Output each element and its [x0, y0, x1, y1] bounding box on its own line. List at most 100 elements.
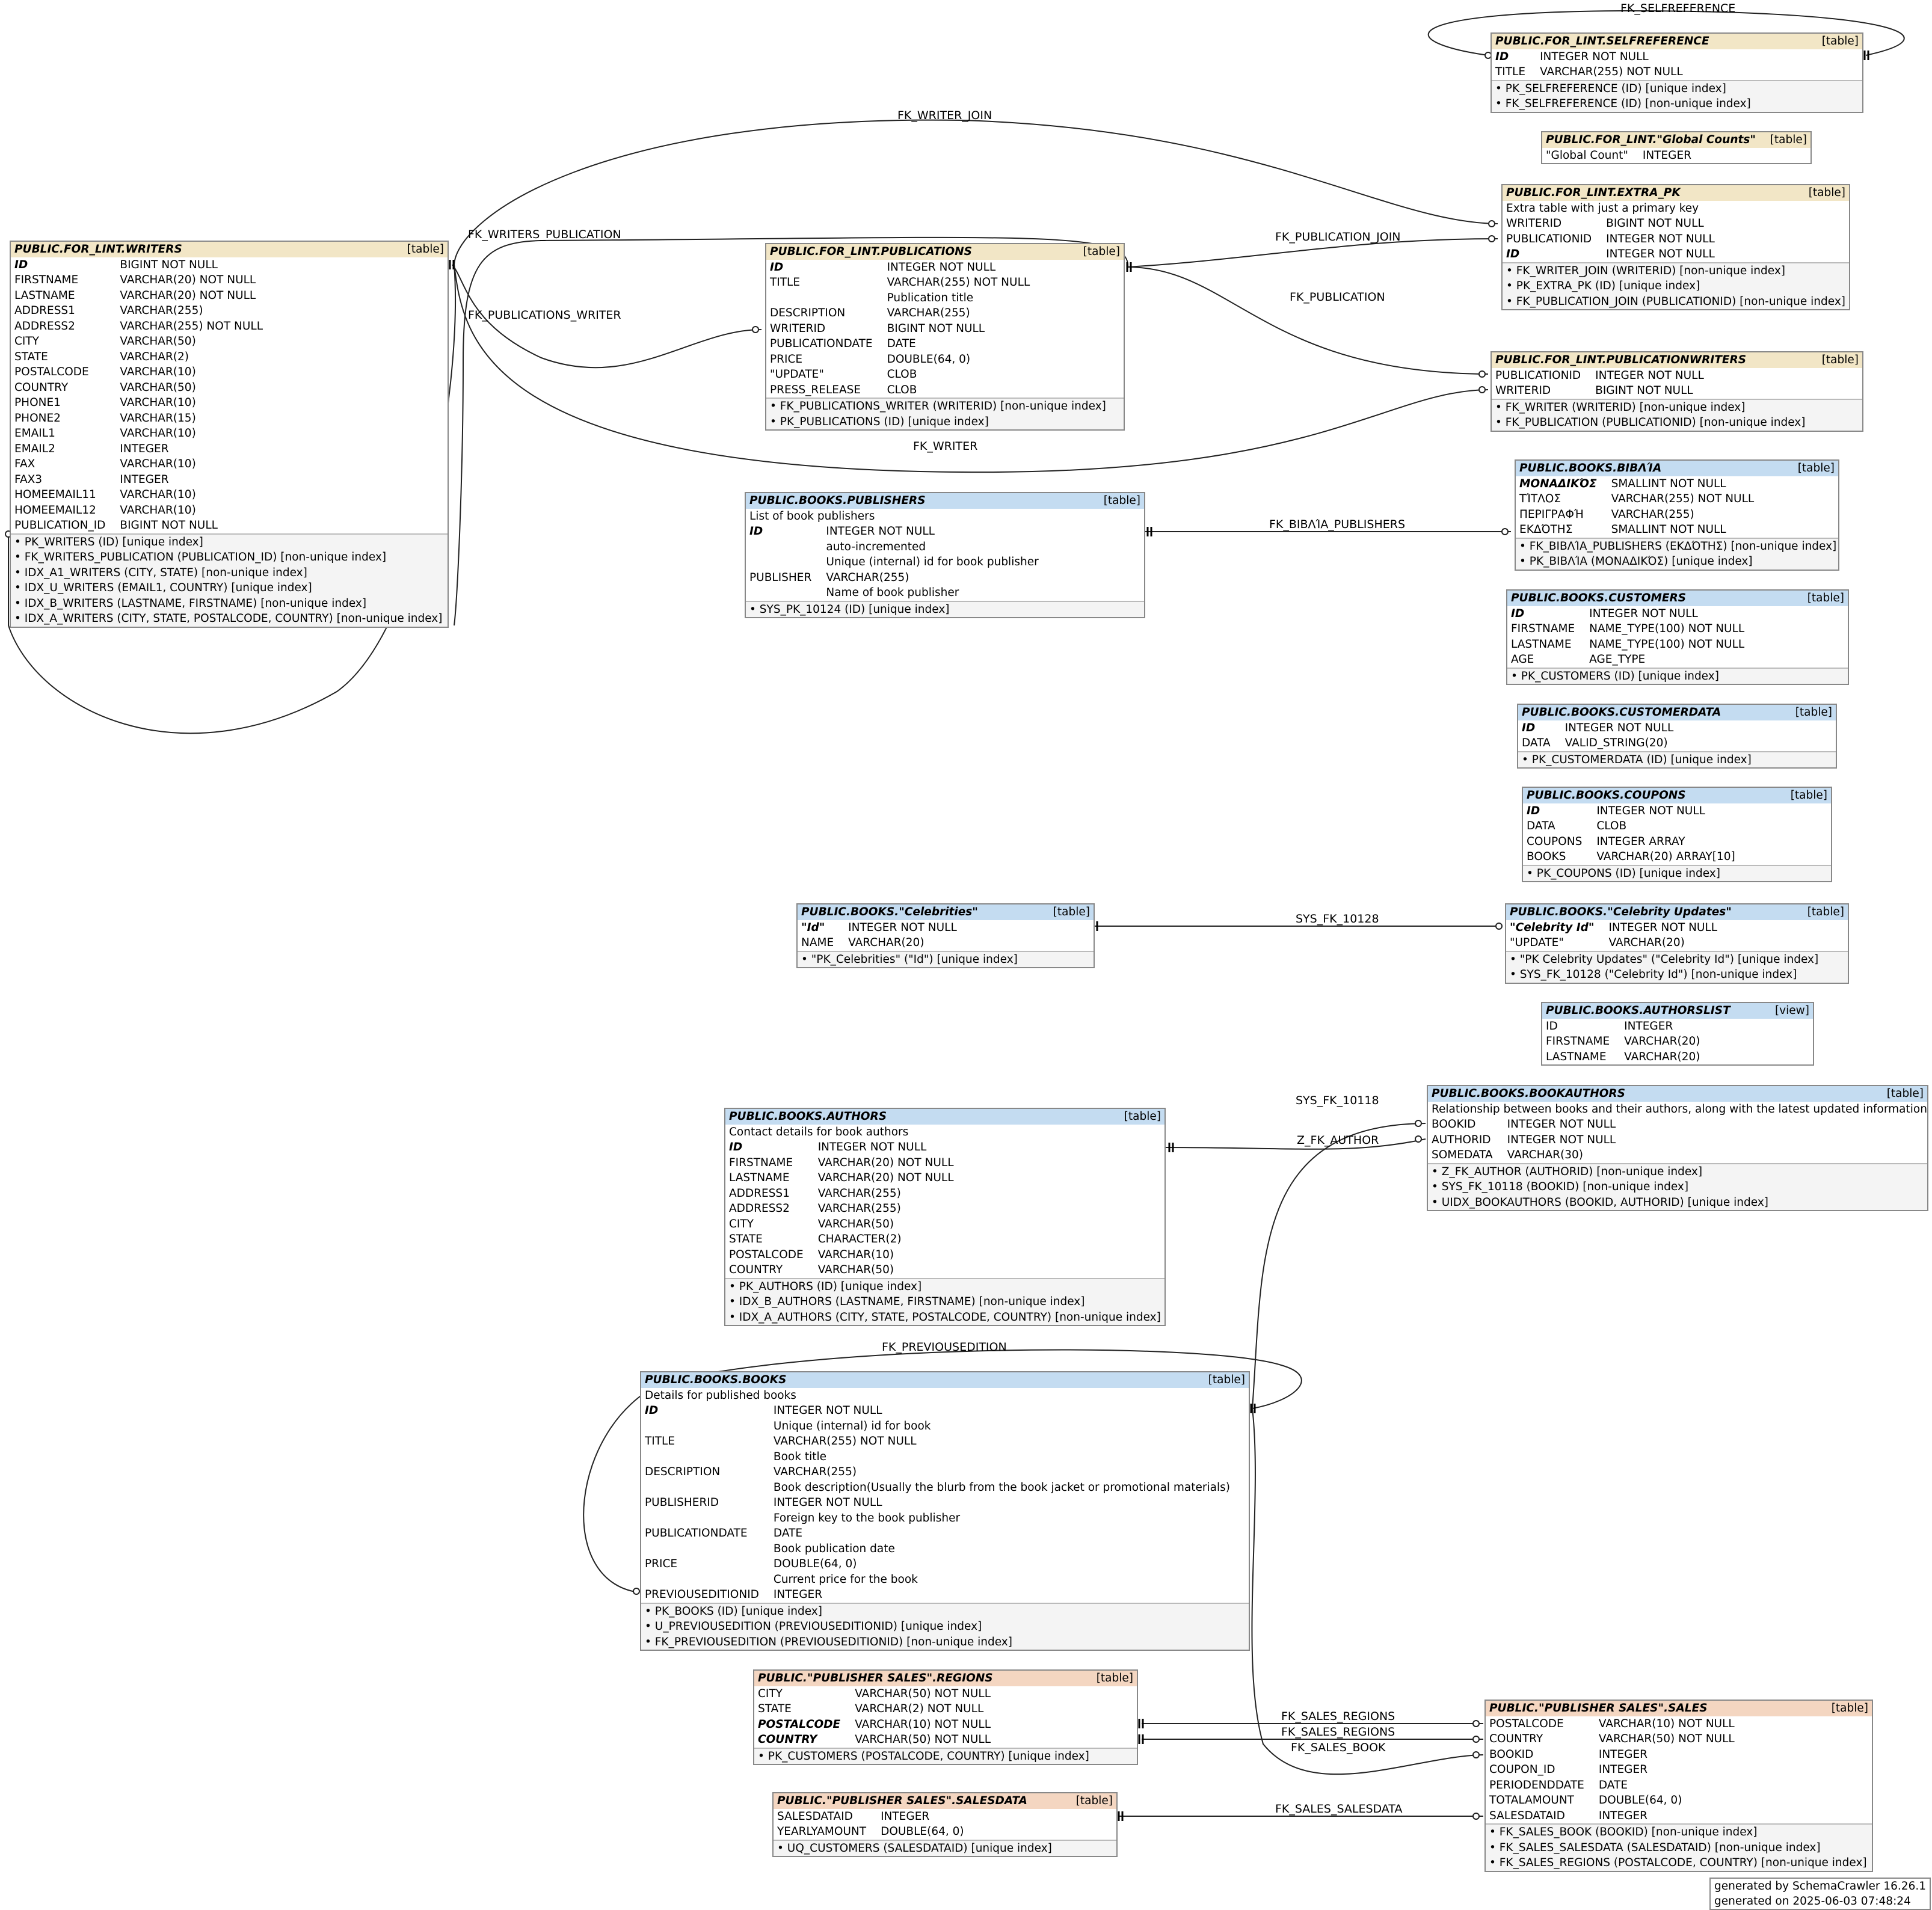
generator-footer: generated by SchemaCrawler 16.26.1 gener… [1709, 1878, 1931, 1910]
table-remark: List of book publishers [749, 509, 875, 523]
column-type: VARCHAR(50) NOT NULL [1598, 1733, 1735, 1745]
column-name [645, 1449, 774, 1465]
index-list: • "PK Celebrity Updates" ("Celebrity Id"… [1506, 950, 1848, 983]
table-publicationwriters[interactable]: PUBLIC.FOR_LINT.PUBLICATIONWRITERS[table… [1491, 351, 1863, 432]
column-name: TITLE [770, 276, 801, 289]
index-entry: • "PK_Celebrities" ("Id") [unique index] [801, 953, 1018, 966]
column-type: VARCHAR(255) [1611, 508, 1694, 521]
table-bookauthors[interactable]: PUBLIC.BOOKS.BOOKAUTHORS[table]Relations… [1427, 1085, 1928, 1211]
table-authors[interactable]: PUBLIC.BOOKS.AUTHORS[table]Contact detai… [724, 1108, 1166, 1326]
index-list: • UQ_CUSTOMERS (SALESDATAID) [unique ind… [774, 1839, 1116, 1856]
table-sales[interactable]: PUBLIC."PUBLISHER SALES".SALES[table]POS… [1484, 1700, 1873, 1872]
index-list: • PK_CUSTOMERDATA (ID) [unique index] [1518, 751, 1836, 767]
table-celebrities[interactable]: PUBLIC.BOOKS."Celebrities"[table]"Id"INT… [796, 903, 1095, 968]
table-kind: [table] [1124, 1110, 1161, 1123]
table-header: PUBLIC."PUBLISHER SALES".REGIONS[table] [754, 1671, 1137, 1686]
table-header: PUBLIC.BOOKS.CUSTOMERDATA[table] [1518, 705, 1836, 720]
column-type: DOUBLE(64, 0) [881, 1825, 964, 1838]
table-salesdata[interactable]: PUBLIC."PUBLISHER SALES".SALESDATA[table… [772, 1792, 1118, 1857]
column-type: DATE [1598, 1778, 1628, 1792]
column-name: FIRSTNAME [1546, 1035, 1610, 1048]
index-list: • PK_WRITERS (ID) [unique index]• FK_WRI… [11, 533, 448, 627]
table-extra-pk[interactable]: PUBLIC.FOR_LINT.EXTRA_PK[table]Extra tab… [1501, 184, 1850, 310]
column-type: Name of book publisher [826, 586, 959, 599]
index-list: • PK_COUPONS (ID) [unique index] [1523, 864, 1831, 881]
column-type: INTEGER [1624, 1019, 1673, 1033]
table-name: PUBLIC.BOOKS.ΒΙΒΛΊΑ [1519, 462, 1662, 474]
column-type: INTEGER [1598, 1763, 1648, 1776]
column-name: COUNTRY [729, 1264, 783, 1276]
column-row: Book publication date [641, 1541, 1249, 1557]
column-type: VARCHAR(10) [120, 488, 196, 501]
edge-sys-fk-10118 [1252, 1123, 1426, 1409]
column-type: VARCHAR(2) NOT NULL [855, 1703, 984, 1715]
index-entry: • PK_CUSTOMERDATA (ID) [unique index] [1522, 753, 1752, 766]
column-name: AGE [1511, 653, 1534, 666]
column-type: VARCHAR(10) [120, 366, 196, 378]
table-remark: Relationship between books and their aut… [1432, 1102, 1927, 1116]
table-name: PUBLIC.BOOKS.AUTHORSLIST [1546, 1004, 1730, 1017]
column-type: VARCHAR(50) [120, 335, 196, 348]
column-type: DOUBLE(64, 0) [887, 352, 971, 366]
table-publishers[interactable]: PUBLIC.BOOKS.PUBLISHERS[table]List of bo… [745, 492, 1145, 618]
index-entry: • SYS_FK_10128 ("Celebrity Id") [non-uni… [1510, 968, 1797, 981]
table-regions[interactable]: PUBLIC."PUBLISHER SALES".REGIONS[table]C… [753, 1669, 1138, 1765]
column-name: ΤΊΤΛΟΣ [1519, 493, 1561, 505]
edge-label-fk-writers-publication: FK_WRITERS_PUBLICATION [468, 228, 621, 241]
column-name: TITLE [1495, 66, 1526, 78]
column-name: ID [1495, 50, 1509, 63]
column-name: "Celebrity Id" [1510, 921, 1595, 934]
column-name: ID [14, 258, 28, 271]
column-name: ΜΟΝΑΔΙΚΌΣ [1519, 477, 1597, 490]
index-entry: • FK_SELFREFERENCE (ID) [non-unique inde… [1495, 97, 1751, 110]
column-name: STATE [758, 1703, 792, 1715]
column-type: Unique (internal) id for book publisher [826, 556, 1039, 568]
table-kind: [table] [1075, 1795, 1113, 1807]
column-type: INTEGER NOT NULL [1564, 721, 1674, 734]
table-books[interactable]: PUBLIC.BOOKS.BOOKS[table]Details for pub… [640, 1371, 1250, 1651]
column-type: VARCHAR(30) [1507, 1149, 1583, 1161]
table-name: PUBLIC.BOOKS.PUBLISHERS [749, 494, 926, 507]
column-type: NAME_TYPE(100) NOT NULL [1589, 622, 1745, 635]
index-entry: • SYS_FK_10118 (BOOKID) [non-unique inde… [1432, 1181, 1689, 1193]
table-celebrity-updates[interactable]: PUBLIC.BOOKS."Celebrity Updates"[table]"… [1505, 903, 1849, 984]
column-name: PUBLICATIONDATE [645, 1527, 748, 1540]
column-type: VARCHAR(20) [1624, 1050, 1700, 1063]
column-type: VARCHAR(20) [1624, 1035, 1700, 1048]
column-type: VARCHAR(10) [120, 396, 196, 409]
column-type: INTEGER [1598, 1748, 1648, 1761]
column-name: NAME [801, 936, 834, 949]
table-kind: [table] [1807, 906, 1844, 918]
table-global-counts[interactable]: PUBLIC.FOR_LINT."Global Counts"[table]"G… [1541, 131, 1812, 164]
column-name: FIRSTNAME [14, 274, 79, 286]
column-name: ΕΚΔΌΤΗΣ [1519, 523, 1573, 536]
table-kind: [table] [1208, 1374, 1245, 1386]
